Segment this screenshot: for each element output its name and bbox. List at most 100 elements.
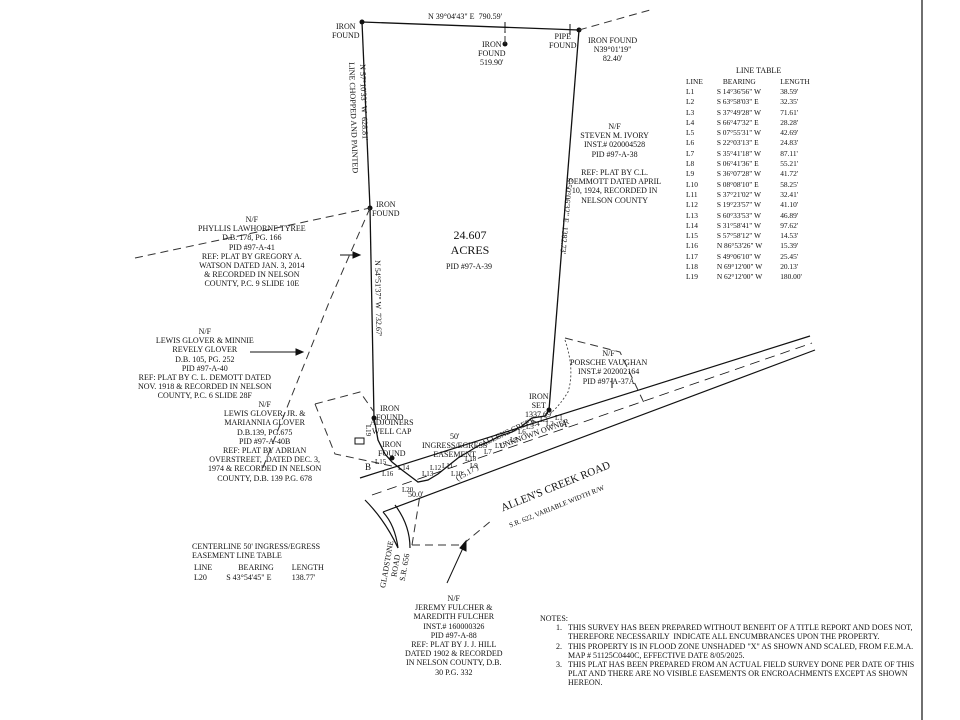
- note-item: 1.THIS SURVEY HAS BEEN PREPARED WITHOUT …: [540, 623, 920, 641]
- note-text: THIS SURVEY HAS BEEN PREPARED WITHOUT BE…: [568, 623, 915, 642]
- well-cap-symbol: [354, 437, 365, 445]
- cell-line: L14: [686, 220, 698, 230]
- cell-bearing: S 60°33'53" W: [716, 210, 761, 220]
- cell-bearing: S 31°58'41" W: [716, 220, 761, 230]
- cell-bearing: S 36°07'28" W: [716, 169, 761, 179]
- pipe-found-label: PIPE FOUND: [549, 32, 577, 51]
- cell-length: 15.39': [780, 241, 799, 251]
- seg-label: L8: [510, 436, 518, 444]
- seg-label: L2: [546, 420, 554, 428]
- cell-bearing: S 66°47'32" E: [716, 117, 759, 127]
- iron-found-ne: IRON FOUND N39°01'19" 82.40': [588, 36, 638, 64]
- cell-length: 87.11': [780, 148, 798, 158]
- cell-length: 138.77': [291, 572, 316, 582]
- west-boundary-lower: [369, 207, 375, 419]
- cell-bearing: S 63°58'03" E: [716, 97, 759, 107]
- iron-found-marker: [359, 19, 365, 25]
- note-item: 3. THIS PLAT HAS BEEN PREPARED FROM AN AC…: [540, 660, 920, 688]
- acres-unit: ACRES: [450, 243, 490, 257]
- point-label: A: [561, 419, 568, 429]
- east-boundary-line: [548, 29, 580, 411]
- seg-label: L20: [402, 486, 414, 494]
- cell-length: 55.21': [780, 159, 799, 169]
- col-length: LENGTH: [291, 562, 324, 572]
- note-item: 2.THIS PROPERTY IS IN FLOOD ZONE UNSHADE…: [540, 642, 920, 660]
- cell-line: L4: [686, 117, 695, 127]
- seg-label: L9: [470, 462, 478, 470]
- iron-set-marker: [546, 407, 552, 413]
- cell-bearing: S 08°08'10" E: [716, 179, 759, 189]
- point-label: B: [365, 462, 372, 472]
- seg-label: L14: [398, 464, 410, 472]
- cell-line: L1: [686, 86, 695, 96]
- cell-line: L9: [686, 169, 695, 179]
- seg-label: L10: [451, 470, 463, 478]
- adjoiner-vaughan: N/F PORSCHE VAUGHAN INST.# 202002164 PID…: [570, 349, 648, 386]
- cell-length: 41.10': [780, 200, 799, 210]
- seg-label: L4: [532, 420, 540, 428]
- cell-line: L20: [194, 572, 207, 582]
- parcel-acreage: 24.607 ACRES: [440, 228, 500, 258]
- iron-found-marker: [389, 455, 395, 461]
- adjoiner-lines: [134, 9, 651, 546]
- cell-length: 14.53': [780, 231, 799, 241]
- iron-found-nw: IRON FOUND: [332, 22, 360, 41]
- cell-line: L19: [686, 272, 698, 282]
- cell-bearing: S 43°54'45" E: [226, 572, 272, 582]
- cell-bearing: S 06°41'36" E: [716, 159, 759, 169]
- iron-found-sw: IRON FOUND: [376, 404, 404, 423]
- iron-set-label: IRON SET 1337.69': [525, 392, 553, 420]
- cell-bearing: S 07°55'31" W: [716, 128, 761, 138]
- cell-length: 38.59': [780, 86, 799, 96]
- col-bearing: BEARING: [722, 76, 756, 86]
- line-table-row: L8 S 06°41'36" E 55.21': [682, 158, 814, 168]
- west-lower-bearing: N 54°51'37" W 732.67': [373, 260, 384, 337]
- note-text: THIS PLAT HAS BEEN PREPARED FROM AN ACTU…: [568, 660, 917, 688]
- adjoiner-fulcher: N/F JEREMY FULCHER & MAREDITH FULCHER IN…: [405, 594, 503, 677]
- cell-bearing: S 22°03'13" E: [716, 138, 759, 148]
- cell-line: L10: [686, 179, 698, 189]
- easement-label: 50' INGRESS/EGRESS EASEMENT: [422, 432, 488, 460]
- adjoiner-tyree: N/F PHYLLIS LAWHORNE TYREE D.B. 178, PG.…: [198, 215, 306, 289]
- cell-length: 97.62': [780, 220, 799, 230]
- cell-length: 180.00': [780, 272, 802, 282]
- north-line-ticks: [504, 22, 571, 35]
- line-table-title: LINE TABLE: [736, 66, 782, 75]
- seg-label: L11: [442, 462, 454, 470]
- seg-label: L3: [540, 416, 548, 424]
- cell-length: 32.41': [780, 189, 799, 199]
- easement-width: 50.0': [408, 490, 424, 499]
- notes-title: NOTES:: [540, 614, 568, 623]
- centerline-table-header: LINE BEARING LENGTH: [190, 562, 328, 572]
- adjoiner-ivory: N/F STEVEN M. IVORY INST.# 020004528 PID…: [568, 122, 662, 205]
- iron-found-north: IRON FOUND 519.90': [478, 40, 506, 68]
- seg-label: L19: [364, 424, 373, 437]
- note-number: 2.: [556, 641, 562, 651]
- cell-line: L8: [686, 159, 695, 169]
- cell-length: 58.25': [780, 179, 799, 189]
- col-line: LINE: [194, 562, 213, 572]
- cell-bearing: N 69°12'00" W: [716, 261, 763, 271]
- cell-line: L3: [686, 107, 695, 117]
- seg-label: L17: [495, 442, 507, 450]
- note-number: 3.: [556, 660, 562, 670]
- cell-line: L5: [686, 128, 695, 138]
- cell-length: 32.35': [780, 97, 799, 107]
- cell-bearing: S 19°23'57" W: [716, 200, 761, 210]
- gladstone-road: [364, 499, 411, 549]
- seg-label: L16: [382, 470, 394, 478]
- line-table-header: LINE BEARING LENGTH: [682, 76, 814, 86]
- seg-label: L12: [430, 464, 442, 472]
- cell-line: L16: [686, 241, 698, 251]
- cell-bearing: S 37°49'28" W: [716, 107, 761, 117]
